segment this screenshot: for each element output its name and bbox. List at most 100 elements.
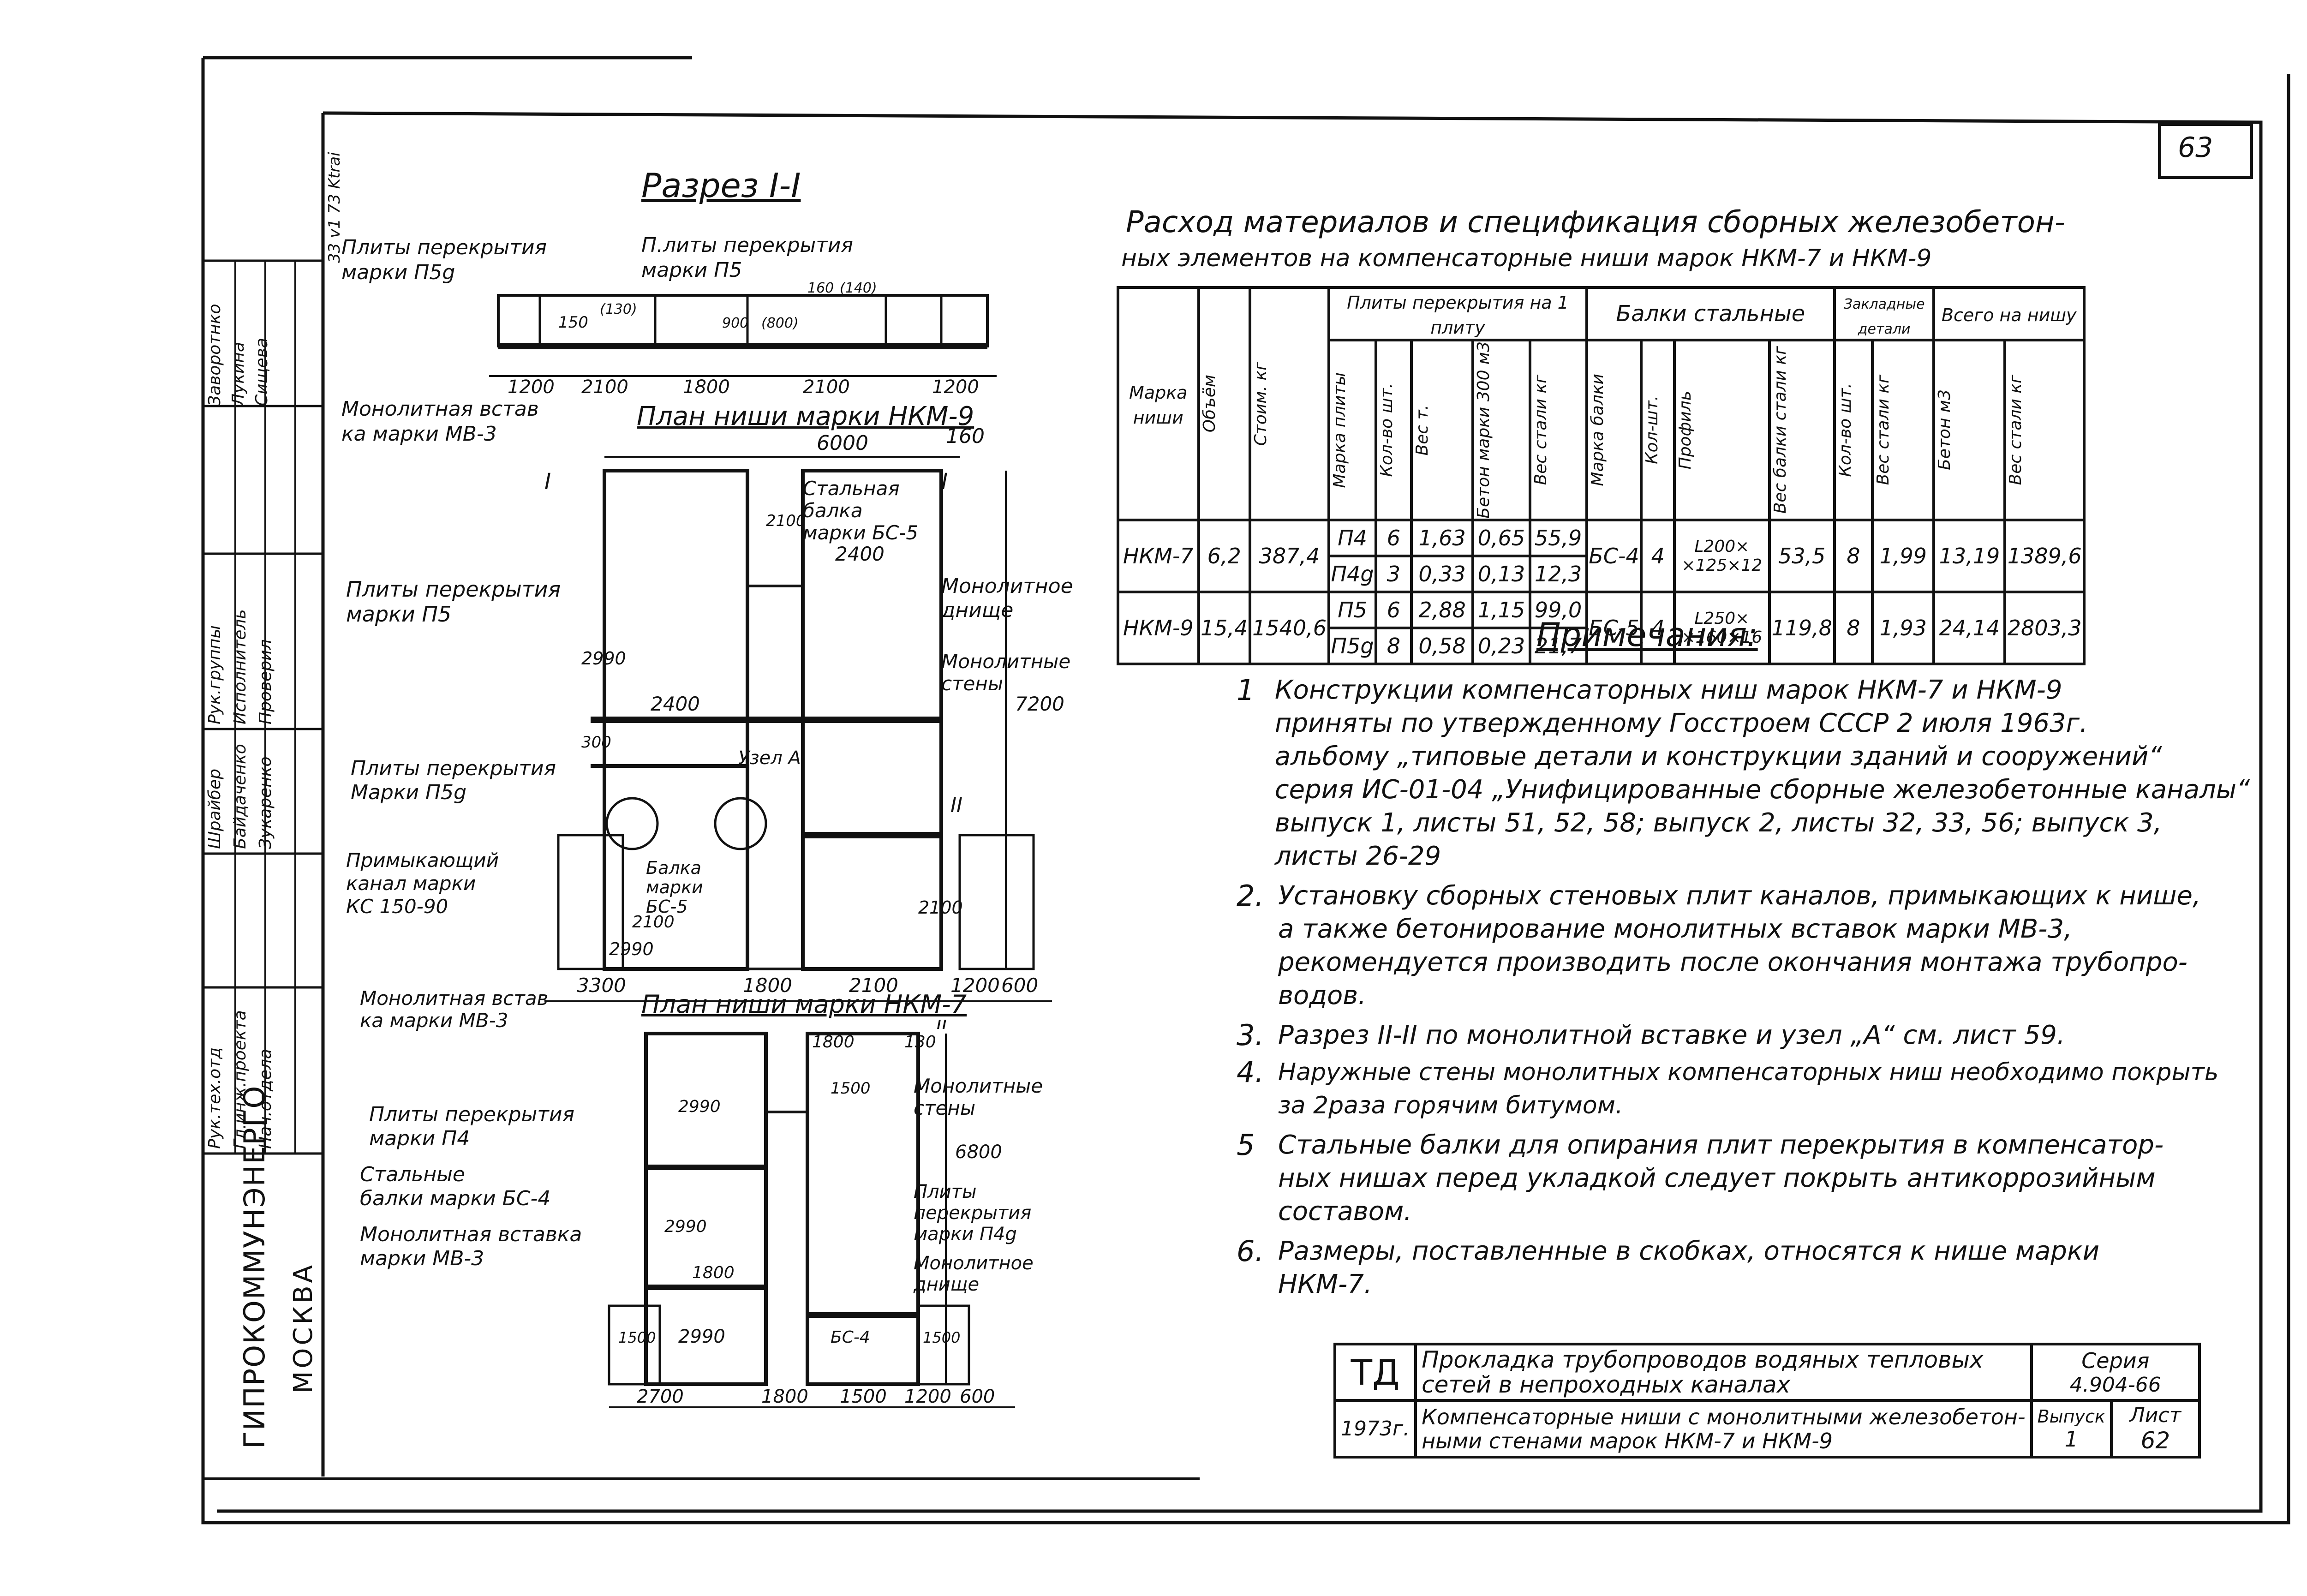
hdr-volume: Объём [1197,286,1251,521]
cell-plate-qty: 8 [1374,626,1413,665]
cell-plate-weight: 2,88 [1410,590,1475,629]
tb-issue-label: Выпуск [2037,1406,2105,1427]
spec-title-line1: Расход материалов и спецификация сборных… [1126,205,2065,239]
note-number: 3. [1237,1018,1264,1052]
dim-label: 160 [807,280,834,296]
cell-total-concrete: 24,14 [1932,590,2007,665]
dim-label: 900 [722,315,748,331]
stamp-name: Шрайбер [205,768,224,849]
dim-label: 1800 [812,1033,855,1052]
hdr-steel: Вес стали кг [1528,339,1588,521]
plan9-title: План ниши марки НКМ-9 [637,401,974,431]
dim-label: 2100 [918,897,963,918]
stamp-name: Зукаренко [256,756,275,849]
dim-label: 2100 [632,913,675,932]
section-title: Разрез I-I [641,166,801,205]
dim-label: 2990 [664,1217,707,1236]
note-item: 2. Установку сборных стеновых плит канал… [1237,879,2252,1012]
plan9-drawing: I I 2100 2400 7200 2990 2400 300 2100 29… [544,456,1064,1002]
section-mark: II [950,794,962,817]
dim-label: 1800 [692,1263,735,1282]
dim-label: 2990 [581,648,626,669]
stamp-org: ГИПРОКОММУНЭНЕРГО [238,1085,271,1449]
cell-plate-qty: 6 [1374,590,1413,629]
note-item: 1 Конструкции компенсаторных ниш марок Н… [1237,674,2252,873]
plan7-steel-beams: Стальные балки марки БС-4 [360,1163,551,1210]
hdr-cost: Стоим. кг [1248,286,1331,521]
hdr-anchor-steel: Вес стали кг [1871,339,1936,521]
dim-label: 130 [904,1033,936,1052]
hdr-weight: Вес т. [1410,339,1475,521]
stamp-name: Сищева [252,338,271,406]
stamp-names-mid: Шрайбер Байдаченко Зукаренко [205,734,321,849]
spec-table: Марка ниши Объём Стоим. кг Плиты перекры… [1117,286,2086,665]
note-number: 4. [1237,1055,1264,1089]
hdr-mark: Марка ниши [1117,286,1200,521]
cell-anchor-qty: 8 [1833,590,1874,665]
cell-beam-qty: 4 [1640,518,1676,593]
dim-label: 600 [1001,974,1038,997]
cell-plate-mark: П5g [1327,626,1377,665]
plan9-overall-width: 6000 [817,431,868,455]
note-item: 3. Разрез II-II по монолитной вставке и … [1237,1019,2252,1052]
cell-plate-mark: П5 [1327,590,1377,629]
tb-series-label: Серия [2081,1348,2150,1373]
note-text: Стальные балки для опирания плит перекры… [1278,1130,2164,1226]
hdr-beam-qty: Кол-шт. [1640,339,1676,521]
hdr-beam-weight: Вес балки стали кг [1768,339,1836,521]
note-item: 4. Наружные стены монолитных компенсатор… [1237,1056,2252,1122]
plan9-edge-dim: 160 [946,424,985,448]
dim-label: БС-4 [831,1328,870,1347]
tb-issue: Выпуск 1 [2030,1399,2113,1459]
section-drawing: 1200 2100 1800 2100 1200 150 (130) 900 (… [489,280,997,397]
dim-label: 1200 [904,1386,951,1407]
dim-label: (800) [761,315,799,331]
hdr-profile: Профиль [1673,339,1771,521]
tb-sheet: Лист 62 [2110,1399,2201,1459]
table-row: П5g 8 0,58 0,23 21,7 [1118,626,2084,665]
cell-plate-concrete: 0,65 [1471,518,1531,557]
section-mark: II [937,1020,948,1034]
note-number: 1 [1237,673,1255,707]
cell-plate-weight: 0,58 [1410,626,1475,665]
hdr-plate-mark: Марка плиты [1327,339,1377,521]
cell-volume: 15,4 [1197,590,1251,665]
cell-plate-concrete: 0,13 [1471,554,1531,593]
cell-cost: 387,4 [1248,518,1331,593]
label-plates-p5: П.литы перекрытия марки П5 [641,233,853,282]
cell-cost: 1540,6 [1248,590,1331,665]
hdr-anchors: Закладные детали [1833,286,1936,341]
dim-label: 1200 [508,377,555,397]
dim-label: 2100 [803,377,850,397]
cell-plate-weight: 0,33 [1410,554,1475,593]
dim-label: (130) [600,301,637,317]
stamp-city: МОСКВА [288,1262,318,1393]
spec-title-line2: ных элементов на компенсаторные ниши мар… [1121,245,1932,272]
dim-label: 1500 [618,1329,656,1346]
cell-mark: НКМ-7 [1117,518,1200,593]
plan9-node-a: Узел А [738,747,801,769]
tb-sheet-value: 62 [2140,1427,2170,1454]
tb-issue-value: 1 [2064,1426,2078,1452]
dim-label: 2100 [766,512,806,530]
cell-beam-mark: БС-4 [1585,518,1643,593]
dim-label: 1200 [932,377,979,397]
note-text: Установку сборных стеновых плит каналов,… [1278,881,2201,1010]
hdr-total-steel: Вес стали кг [2003,339,2086,521]
cell-volume: 6,2 [1197,518,1251,593]
plan7-title: План ниши марки НКМ-7 [641,990,967,1019]
dim-label: 1800 [683,377,730,397]
cell-beam-weight: 119,8 [1768,590,1836,665]
cell-anchor-qty: 8 [1833,518,1874,593]
dim-label: 1200 [950,974,1000,997]
cell-anchor-steel: 1,99 [1871,518,1936,593]
dim-label: 2990 [609,939,654,959]
hdr-qty: Кол-во шт. [1374,339,1413,521]
plan9-plates-p5: Плиты перекрытия марки П5 [346,577,561,627]
stamp-role: Исполнитель [231,609,250,724]
stamp-name: Байдаченко [231,744,250,849]
hdr-plates-group: Плиты перекрытия на 1 плиту [1327,286,1588,341]
dim-label: 2700 [637,1386,684,1407]
plan9-plates-p5g: Плиты перекрытия Марки П5g [351,757,556,804]
cell-plate-concrete: 0,23 [1471,626,1531,665]
